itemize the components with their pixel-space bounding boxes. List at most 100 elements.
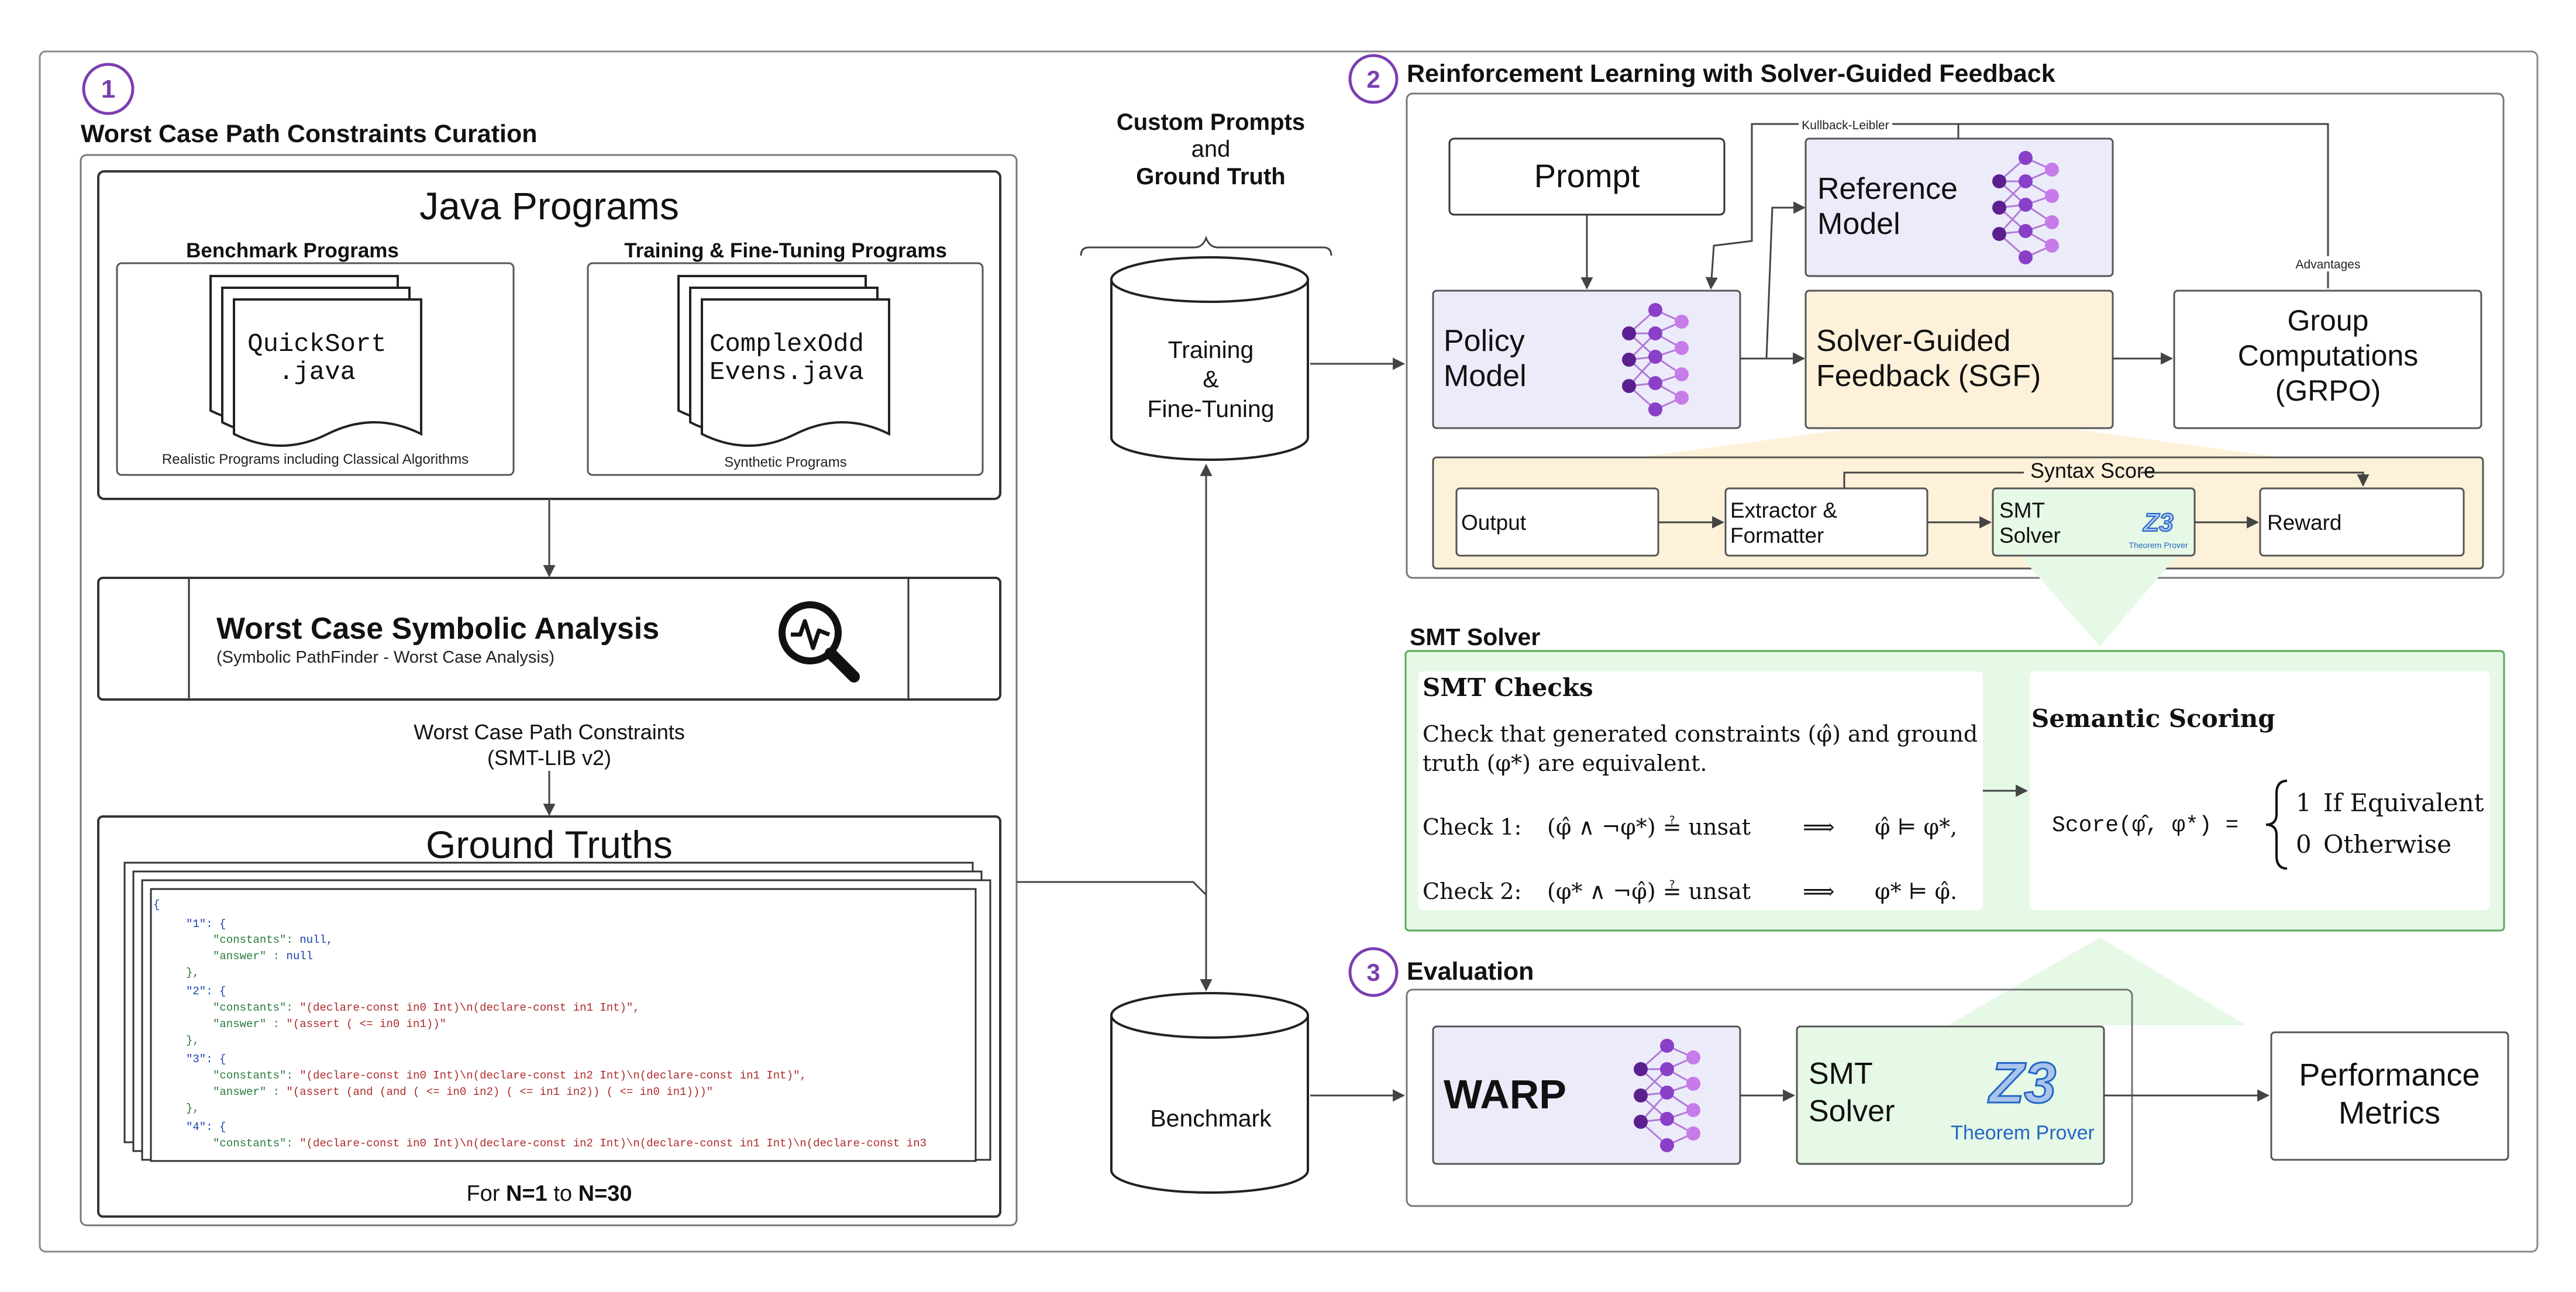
policy-model-line2: Model [1444,359,1527,393]
code-key-2: "2": { [186,985,226,998]
code-3-constants: "constants": "(declare-const in0 Int)\n(… [213,1069,807,1082]
training-database-icon [1110,256,1309,461]
section-1: 1 Worst Case Path Constraints Curation J… [80,63,1018,1226]
score-lhs: Score(φ̂, φ*) = [2052,813,2238,838]
benchmark-file-stack-icon [209,275,422,447]
z3-big-logo: Z3 [1988,1050,2056,1115]
training-file-stack-icon [677,275,890,447]
constraints-label-line1: Worst Case Path Constraints [414,720,685,744]
training-file-name-line1: ComplexOdd [710,330,864,359]
z3-small-logo: Z3 [2142,508,2173,537]
smt-eval-line2: Solver [1809,1094,1895,1128]
grpo-line2: Computations [2238,339,2419,372]
code-open-brace: { [153,898,160,911]
arrow-kl-to-policy [1705,123,1959,290]
grpo-box [2173,290,2482,429]
grpo-line1: Group [2288,304,2369,337]
code-key-1: "1": { [186,918,226,931]
prompt-label: Prompt [1534,157,1640,194]
code-key-3: "3": { [186,1053,226,1066]
code-close-1: }, [186,966,199,979]
training-db-line1: Training [1168,336,1254,363]
check2-implies: ⟹ [1803,878,1834,904]
analysis-magnifier-icon [779,601,860,683]
metrics-line2: Metrics [2339,1095,2440,1131]
check1-result: φ̂ ⊨ φ*, [1875,814,1957,840]
performance-metrics-box [2270,1031,2509,1161]
section-2: 2 Reinforcement Learning with Solver-Gui… [1348,54,2505,579]
kl-label: Kullback-Leibler [1802,119,1889,132]
smt-checks-desc-line2: truth (φ*) are equivalent. [1423,750,1707,776]
check1-implies: ⟹ [1803,814,1834,840]
syntax-score-label-bg [2024,462,2141,482]
section-2-title: Reinforcement Learning with Solver-Guide… [1407,60,2055,88]
extractor-line1: Extractor & [1730,498,1837,522]
code-2-answer: "answer" : "(assert ( <= in0 in1))" [213,1018,446,1031]
check1-expression: (φ̂ ∧ ¬φ*) ≟ unsat [1547,814,1751,840]
code-close-3: }, [186,1102,199,1115]
section-2-badge [1348,54,1399,104]
section-3-frame [1406,988,2133,1207]
analysis-title: Worst Case Symbolic Analysis [216,612,659,646]
smt-eval-line1: SMT [1809,1057,1873,1091]
middle-column: Custom Prompts and Ground Truth Training… [1080,109,1332,1194]
check2-label: Check 2: [1423,878,1521,904]
training-db-line2: & [1203,366,1218,392]
analysis-box [97,577,1001,701]
custom-prompts-line2: and [1191,136,1231,162]
advantages-line [1958,123,2329,288]
sgf-line2: Feedback (SGF) [1816,359,2041,393]
check2-result: φ* ⊨ φ̂. [1875,878,1957,904]
code-close-2: }, [186,1034,199,1047]
section-1-number: 1 [101,75,115,104]
section-3: 3 Evaluation WARP SMT Solver Z3 Theorem … [1348,947,2509,1207]
section-3-title: Evaluation [1407,957,1534,986]
smt-checks-title: SMT Checks [1423,673,1593,702]
warp-label: WARP [1444,1072,1566,1117]
benchmark-programs-label: Benchmark Programs [186,239,399,262]
score-case1-text: If Equivalent [2323,788,2484,817]
section-3-badge [1348,947,1399,997]
policy-model-line1: Policy [1444,324,1525,358]
section-1-frame [80,154,1018,1226]
semantic-scoring-box [2030,671,2490,910]
ground-truths-title: Ground Truths [426,823,673,866]
benchmark-db-label: Benchmark [1150,1105,1272,1132]
sgf-pipeline-panel [1432,456,2484,570]
sgf-line1: Solver-Guided [1816,324,2010,358]
check2-expression: (φ* ∧ ¬φ̂) ≟ unsat [1547,878,1751,904]
metrics-line1: Performance [2299,1057,2479,1093]
training-caption: Synthetic Programs [724,454,846,470]
benchmark-file-name-line1: QuickSort [247,330,387,359]
training-programs-label: Training & Fine-Tuning Programs [624,239,947,262]
ground-truths-json-code: { "1": { "constants": null, "answer" : n… [153,898,927,1150]
section-1-title: Worst Case Path Constraints Curation [81,120,538,148]
benchmark-file-name-line2: .java [278,358,356,387]
benchmark-caption: Realistic Programs including Classical A… [162,452,469,467]
smt-small-line2: Solver [1999,523,2061,547]
constraints-label-line2: (SMT-LIB v2) [487,746,611,770]
code-1-constants-key: "constants": null, [213,933,333,946]
smt-small-line1: SMT [1999,498,2045,522]
score-case2-text: Otherwise [2323,830,2451,859]
score-case-brace [2265,780,2288,870]
ground-truths-footer: For N=1 to N=30 [466,1181,632,1206]
reward-box [2259,487,2465,557]
code-key-4: "4": { [186,1121,226,1133]
smt-expansion-wedge-bottom [1948,938,2246,1025]
sgf-expansion-wedge [1638,430,2281,457]
code-2-constants: "constants": "(declare-const in0 Int)\n(… [213,1001,640,1014]
advantages-label-bg [2293,256,2363,271]
smt-solver-detail: SMT Solver SMT Checks Check that generat… [1404,557,2505,1025]
java-programs-title: Java Programs [419,184,679,228]
syntax-score-label: Syntax Score [2030,459,2155,483]
reference-model-line2: Model [1817,207,1900,241]
smt-section-title: SMT Solver [1410,623,1540,650]
connector-section1-split [1017,881,1207,896]
reference-model-line1: Reference [1817,172,1958,206]
code-4-constants: "constants": "(declare-const in0 Int)\n(… [213,1137,927,1150]
custom-prompts-line3: Ground Truth [1136,164,1286,190]
arrow-policy-to-reference [1740,201,1806,360]
kl-label-bg [1799,117,1892,132]
